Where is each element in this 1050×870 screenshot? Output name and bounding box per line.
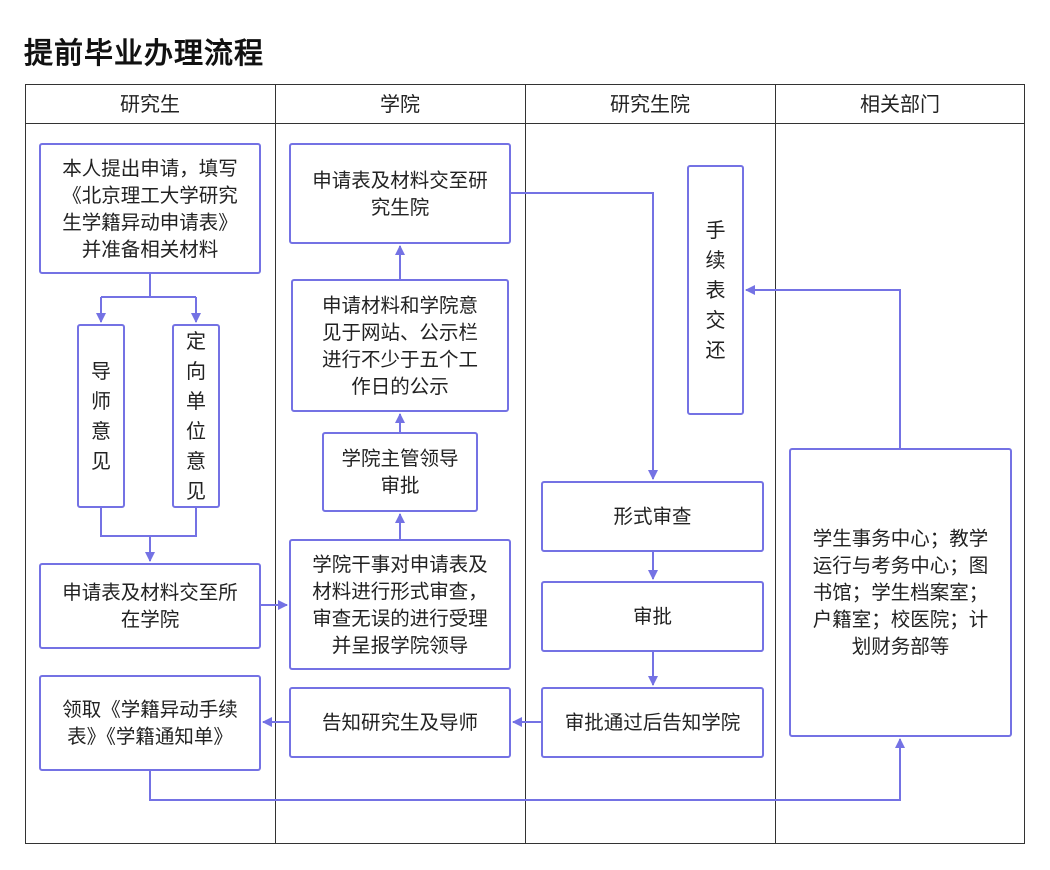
node-submit-college: 申请表及材料交至所 在学院: [39, 563, 261, 649]
node-approval: 审批: [541, 581, 764, 652]
connector-apply-to-opinions: [101, 274, 196, 298]
lane-divider: [275, 84, 276, 844]
node-leader-approval: 学院主管领导 审批: [322, 432, 478, 512]
node-return-forms: 手 续 表 交 还: [687, 165, 744, 415]
connector-opinions-merge: [100, 508, 197, 537]
lane-header-departments: 相关部门: [860, 92, 940, 116]
node-receive-forms: 领取《学籍异动手续 表》《学籍通知单》: [39, 675, 261, 771]
arrow-to-departments: [149, 738, 905, 801]
node-unit-opinion: 定 向 单 位 意 见: [172, 324, 220, 508]
arrow-to-formal-review: [511, 192, 658, 480]
arrow-to-return-forms: [745, 285, 901, 448]
node-notify-college: 审批通过后告知学院: [541, 687, 764, 758]
node-apply: 本人提出申请，填写 《北京理工大学研究 生学籍异动申请表》 并准备相关材料: [39, 143, 261, 274]
node-staff-review: 学院干事对申请表及 材料进行形式审查， 审查无误的进行受理 并呈报学院领导: [289, 539, 511, 670]
lane-header-college: 学院: [380, 92, 420, 116]
node-submit-grad-school: 申请表及材料交至研 究生院: [289, 143, 511, 244]
lane-header-graduate-school: 研究生院: [610, 92, 690, 116]
page-title: 提前毕业办理流程: [24, 36, 265, 70]
node-related-departments: 学生事务中心；教学 运行与考务中心；图 书馆；学生档案室； 户籍室；校医院；计 …: [789, 448, 1012, 737]
lane-divider: [525, 84, 526, 844]
node-publicity: 申请材料和学院意 见于网站、公示栏 进行不少于五个工 作日的公示: [291, 279, 509, 412]
node-advisor-opinion: 导 师 意 见: [77, 324, 125, 508]
lane-header-student: 研究生: [120, 92, 180, 116]
node-formal-review: 形式审查: [541, 481, 764, 552]
lane-divider: [775, 84, 776, 844]
node-notify-student: 告知研究生及导师: [289, 687, 511, 758]
